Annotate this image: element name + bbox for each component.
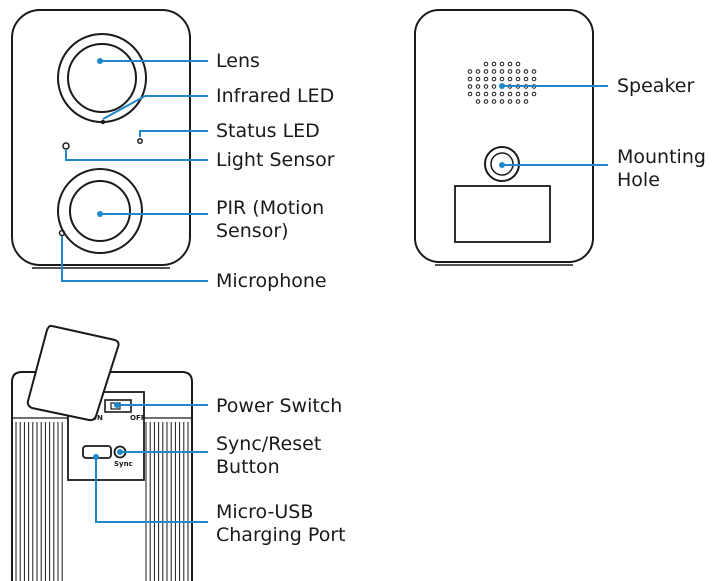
sync-marking: Sync: [114, 460, 133, 468]
speaker-hole: [507, 69, 513, 74]
front-view: [11, 9, 208, 282]
speaker-hole: [483, 84, 489, 89]
speaker-hole: [475, 91, 481, 97]
lens: [67, 43, 137, 113]
label-microphone: Microphone: [216, 270, 327, 292]
speaker-hole: [491, 61, 497, 67]
ribbed-texture-left: [15, 422, 63, 581]
speaker-hole: [491, 84, 497, 89]
microphone-hole: [58, 229, 66, 237]
label-infrared-led: Infrared LED: [216, 85, 335, 107]
speaker-hole: [515, 69, 521, 74]
label-power-switch: Power Switch: [216, 395, 343, 417]
label-mounting-line1: Mounting: [617, 146, 706, 168]
back-label-plate: [454, 185, 551, 243]
pir-outer-ring: [57, 168, 143, 254]
speaker-hole: [475, 84, 481, 89]
speaker-hole: [507, 76, 513, 82]
label-sync-line2: Button: [216, 456, 280, 478]
speaker-hole: [467, 91, 473, 97]
pir-sensor: [69, 180, 131, 242]
speaker-hole: [531, 69, 537, 74]
speaker-hole: [523, 91, 529, 97]
label-pir-line2: Sensor): [216, 220, 289, 242]
off-marking: OFF: [130, 414, 146, 422]
speaker-hole: [531, 76, 537, 82]
speaker-hole: [475, 76, 481, 82]
speaker-hole: [467, 84, 473, 89]
status-led: [137, 138, 143, 144]
back-view: [414, 9, 608, 266]
speaker-hole: [515, 76, 521, 82]
speaker-hole: [475, 99, 481, 104]
speaker-hole: [499, 76, 505, 82]
speaker-hole: [507, 91, 513, 97]
bottom-leader-lines: [93, 402, 208, 523]
speaker-hole: [499, 91, 505, 97]
speaker-hole: [483, 99, 489, 104]
speaker-hole: [491, 99, 497, 104]
rubber-cover-flap: [26, 324, 120, 422]
label-mounting-line2: Hole: [617, 169, 660, 191]
speaker-hole: [483, 76, 489, 82]
speaker-hole: [499, 69, 505, 74]
speaker-hole: [531, 91, 537, 97]
front-leader-lines: [61, 58, 208, 282]
speaker-hole: [499, 99, 505, 104]
speaker-hole: [515, 61, 521, 67]
speaker-hole: [491, 76, 497, 82]
infrared-led: [100, 119, 106, 125]
speaker-hole: [499, 61, 505, 67]
label-lens: Lens: [216, 50, 260, 72]
on-marking: ON: [91, 414, 103, 422]
label-usb-line2: Charging Port: [216, 524, 346, 546]
back-leader-lines: [499, 83, 608, 168]
label-usb-line1: Micro-USB: [216, 501, 314, 523]
speaker-hole: [523, 69, 529, 74]
speaker-hole: [515, 99, 521, 104]
label-status-led: Status LED: [216, 120, 320, 142]
bottom-view: ON OFF Sync: [11, 324, 208, 581]
label-sync-line1: Sync/Reset: [216, 433, 322, 455]
ribbed-texture-right: [145, 422, 189, 581]
speaker-hole: [483, 69, 489, 74]
speaker-hole: [467, 76, 473, 82]
label-pir-line1: PIR (Motion: [216, 197, 325, 219]
speaker-hole: [507, 99, 513, 104]
speaker-grille: [467, 61, 537, 104]
speaker-hole: [491, 91, 497, 97]
speaker-hole: [523, 76, 529, 82]
speaker-hole: [515, 91, 521, 97]
lens-outer-ring: [57, 33, 147, 123]
front-body: [11, 9, 191, 266]
label-light-sensor: Light Sensor: [216, 149, 335, 171]
speaker-hole: [483, 61, 489, 67]
back-body: [414, 9, 594, 263]
label-speaker: Speaker: [617, 75, 695, 97]
speaker-hole: [467, 69, 473, 74]
speaker-hole: [523, 99, 529, 104]
light-sensor: [62, 142, 70, 150]
speaker-hole: [491, 69, 497, 74]
speaker-hole: [483, 91, 489, 97]
speaker-hole: [507, 61, 513, 67]
speaker-hole: [475, 69, 481, 74]
